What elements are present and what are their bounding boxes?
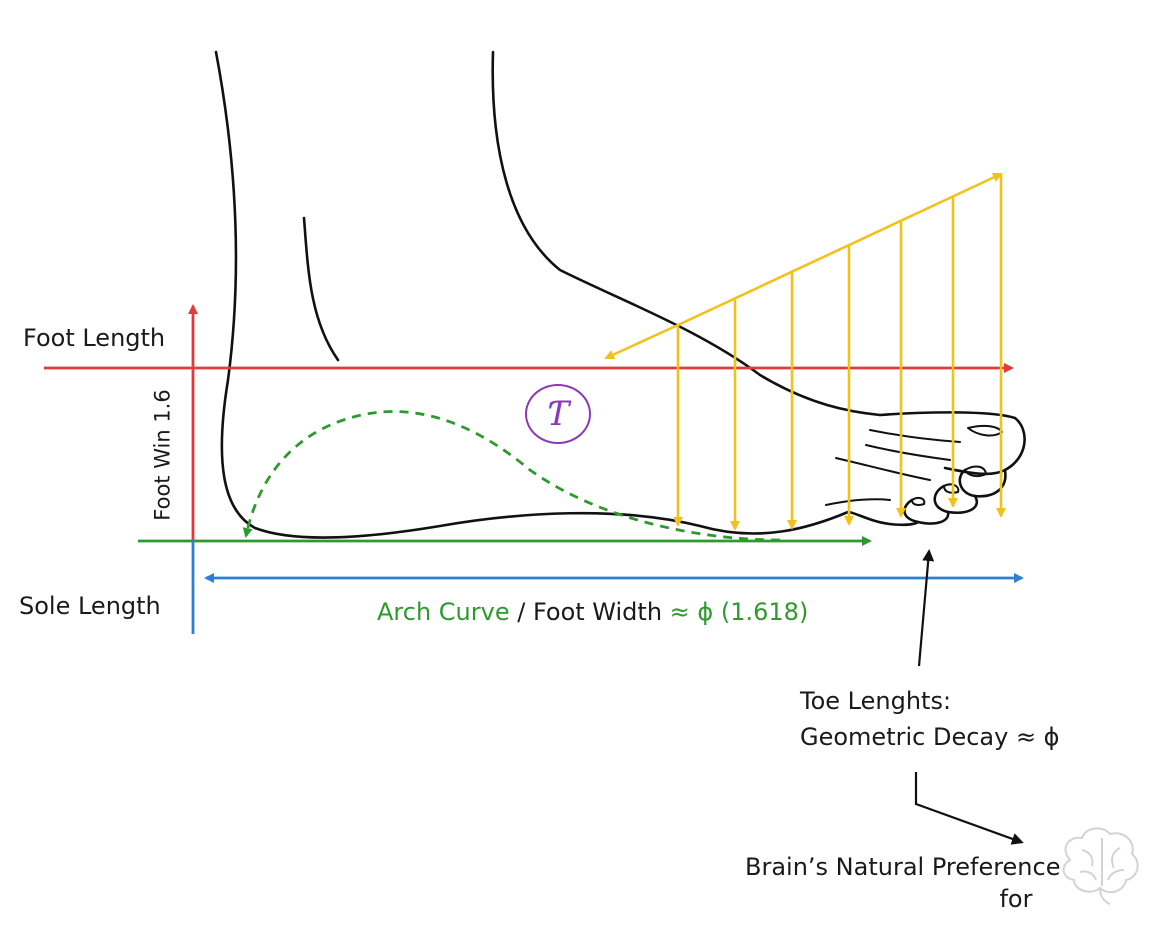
big-toe [878, 411, 1026, 476]
toe-pointer-arrow [917, 549, 935, 667]
top-of-foot-outline [491, 50, 882, 417]
toe-line-3 [835, 457, 931, 481]
toe-decay-lines [604, 172, 1006, 531]
toe-lengths-label: Toe Lenghts: Geometric Decay ≈ ϕ [800, 684, 1060, 755]
tau-symbol: Ƭ [525, 384, 591, 444]
arch-curve [242, 410, 781, 542]
decay-diagonal-up [677, 172, 1003, 327]
geometric-decay-text: Geometric Decay ≈ ϕ [800, 722, 1060, 751]
toe-nail-1 [967, 424, 1003, 437]
foot-outline [214, 50, 1026, 539]
toe-line-1 [869, 429, 961, 443]
ankle-crease [302, 216, 340, 362]
arch-ratio-label: Arch Curve / Foot Width ≈ ϕ (1.618) [377, 600, 808, 624]
toe-line-2 [865, 444, 951, 461]
brain-preference-line-2: for [999, 885, 1033, 914]
arch-curve-text: Arch Curve [377, 598, 510, 626]
sole-length-label: Sole Length [19, 592, 161, 620]
toe-line-4 [825, 498, 891, 506]
toe-nail-2 [964, 465, 987, 478]
heel-and-sole-outline [214, 50, 850, 539]
toe-5 [846, 510, 920, 527]
toe-4 [903, 498, 950, 525]
foot-width-text: / Foot Width [509, 598, 670, 626]
toe-nail-4 [911, 496, 926, 506]
foot-length-label: Foot Length [23, 324, 166, 352]
toe-nail-3 [943, 483, 960, 494]
brain-preference-label: Brain’s Natural Preference for [745, 851, 1060, 916]
toe-3 [933, 484, 978, 514]
foot-width-label: Foot Win 1.6 [150, 389, 175, 521]
decay-diagonal-down [604, 323, 679, 360]
brain-icon [1062, 827, 1139, 905]
toe-lengths-title: Toe Lenghts: [800, 687, 952, 715]
phi-value-text: ≈ ϕ (1.618) [669, 598, 809, 626]
brain-pointer-arrow [914, 772, 1024, 845]
brain-preference-line-1: Brain’s Natural Preference [745, 853, 1061, 881]
